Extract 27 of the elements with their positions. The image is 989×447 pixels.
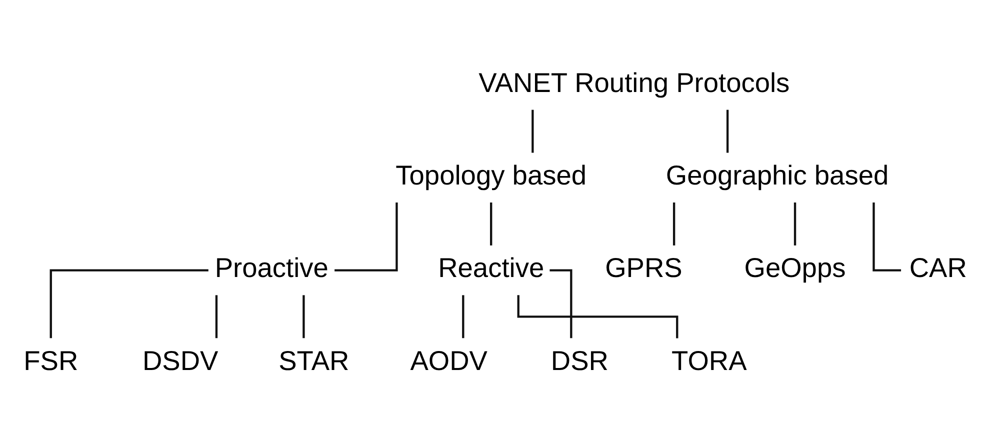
node-text: DSR (550, 344, 608, 376)
connector (726, 109, 729, 152)
node-text: STAR (278, 344, 350, 376)
node-text: VANET Routing Protocols (478, 66, 790, 98)
node-text: Reactive (438, 252, 544, 283)
connector (517, 294, 678, 338)
node-text: CAR (909, 252, 967, 283)
connector (302, 294, 305, 338)
connector (672, 202, 676, 245)
connector (872, 202, 902, 271)
connector (334, 202, 398, 271)
node-text: TORA (672, 344, 747, 376)
connector (490, 202, 492, 245)
node-text: GPRS (605, 252, 682, 283)
connector (794, 202, 796, 245)
node-text: GeOpps (744, 252, 846, 283)
node-text: AODV (410, 344, 488, 376)
node-text: Geographic based (666, 158, 889, 190)
connector (50, 268, 208, 338)
connector (462, 294, 464, 338)
connector (215, 294, 218, 338)
node-text: Proactive (214, 252, 328, 283)
node-text: Topology based (396, 158, 587, 190)
node-text: FSR (24, 344, 78, 376)
connector (550, 268, 572, 338)
node-text: DSDV (142, 344, 218, 376)
connector (532, 109, 534, 152)
